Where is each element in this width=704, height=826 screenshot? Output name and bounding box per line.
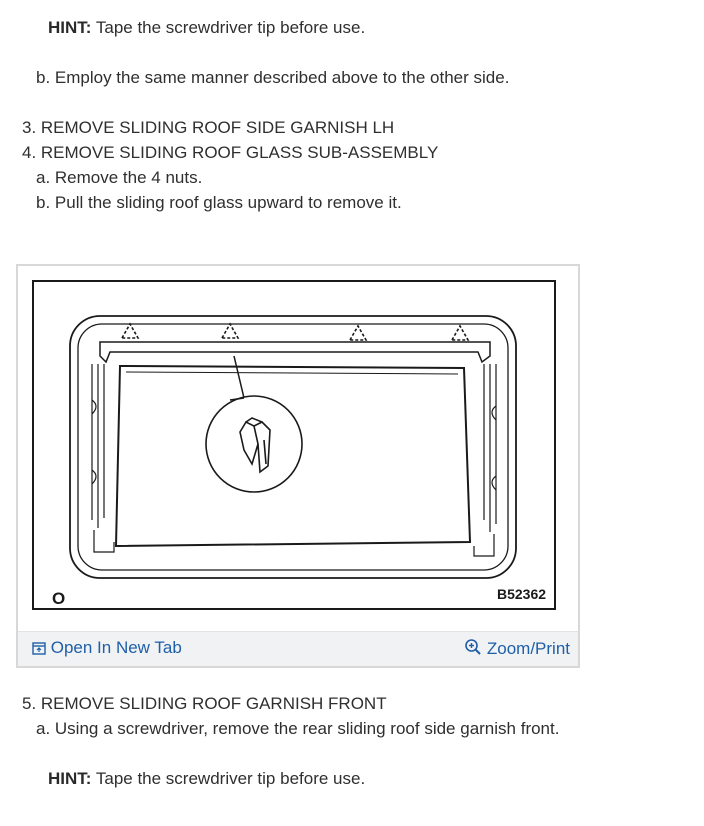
step-4b: b. Pull the sliding roof glass upward to…: [36, 193, 402, 212]
figure-container: O B52362 Open In New Tab: [16, 264, 580, 668]
step-5a: a. Using a screwdriver, remove the rear …: [36, 719, 560, 738]
step-4a: a. Remove the 4 nuts.: [36, 168, 203, 187]
orientation-mark: O: [52, 589, 65, 608]
hint-top: HINT: Tape the screwdriver tip before us…: [48, 18, 365, 38]
open-new-tab-label: Open In New Tab: [50, 638, 182, 657]
open-new-tab-icon: [32, 638, 51, 657]
zoom-print-label: Zoom/Print: [486, 639, 570, 658]
figure-footer: Open In New Tab Zoom/Print: [18, 631, 578, 666]
sliding-roof-diagram: O B52362: [32, 280, 556, 610]
step-4-heading: 4. REMOVE SLIDING ROOF GLASS SUB-ASSEMBL…: [22, 143, 439, 162]
hint-bottom-text: Tape the screwdriver tip before use.: [91, 769, 366, 788]
zoom-print-link[interactable]: Zoom/Print: [464, 638, 570, 659]
hint-top-label: HINT:: [48, 18, 92, 37]
step-b-top: b. Employ the same manner described abov…: [36, 68, 510, 87]
figure-illustration: O B52362: [32, 280, 556, 610]
open-new-tab-link[interactable]: Open In New Tab: [32, 638, 182, 658]
hint-bottom-label: HINT:: [48, 769, 92, 788]
hint-top-text: Tape the screwdriver tip before use.: [91, 18, 366, 37]
figure-code: B52362: [497, 586, 546, 602]
zoom-in-icon: [464, 639, 487, 658]
hint-bottom: HINT: Tape the screwdriver tip before us…: [48, 769, 365, 789]
step-5-heading: 5. REMOVE SLIDING ROOF GARNISH FRONT: [22, 694, 387, 713]
step-3-heading: 3. REMOVE SLIDING ROOF SIDE GARNISH LH: [22, 118, 395, 137]
